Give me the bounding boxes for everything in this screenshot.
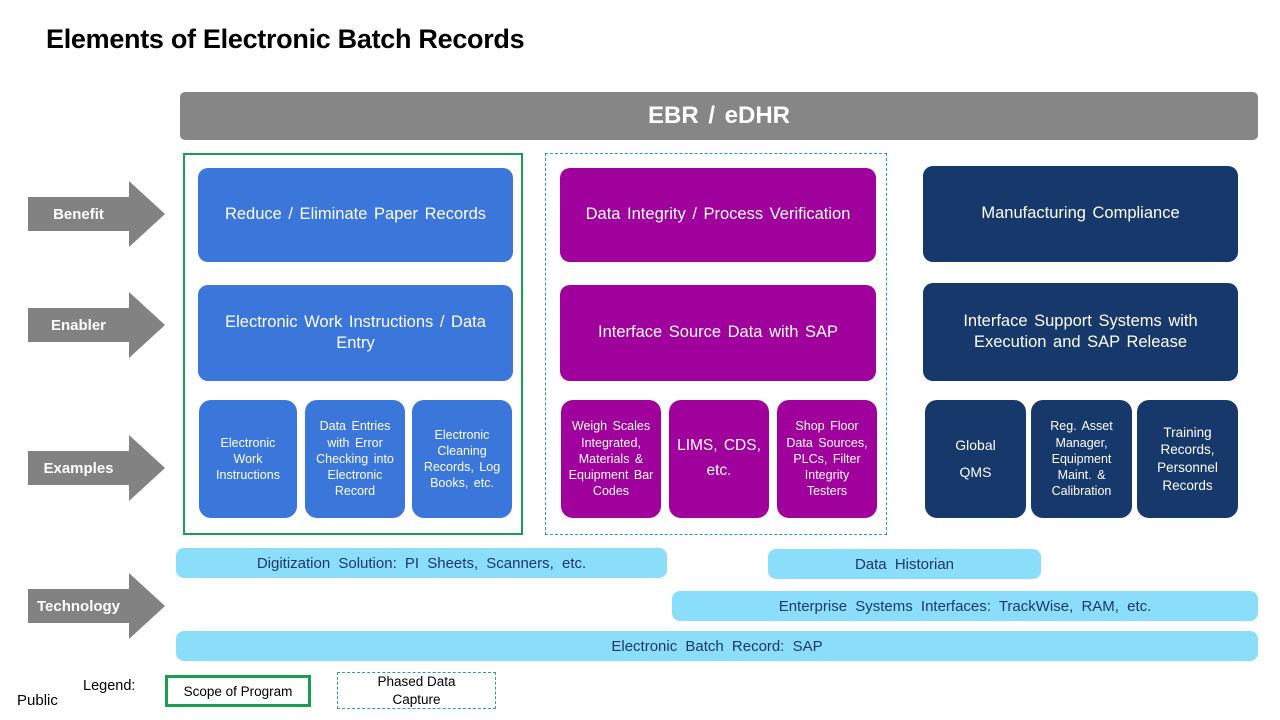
page-title: Elements of Electronic Batch Records	[46, 24, 525, 54]
example-box: Reg. Asset Manager, Equipment Maint. & C…	[1031, 400, 1132, 518]
benefit-box-manufacturing-compliance: Manufacturing Compliance	[923, 166, 1238, 262]
row-arrow-technology-label: Technology	[36, 597, 121, 615]
scope-of-program-outline	[183, 153, 523, 535]
example-box: Global QMS	[925, 400, 1026, 518]
enabler-box-interface-support-systems: Interface Support Systems with Execution…	[923, 283, 1238, 381]
row-arrow-enabler: Enabler	[28, 308, 129, 342]
example-box: Electronic Work Instructions	[199, 400, 297, 518]
technology-bar-data-historian: Data Historian	[768, 549, 1041, 579]
example-box: Data Entries with Error Checking into El…	[305, 400, 405, 518]
example-box: Electronic Cleaning Records, Log Books, …	[412, 400, 512, 518]
phased-data-capture-outline	[545, 153, 887, 535]
benefit-box-data-integrity: Data Integrity / Process Verification	[560, 168, 876, 262]
technology-bar-digitization-solution: Digitization Solution: PI Sheets, Scanne…	[176, 548, 667, 578]
row-arrow-enabler-head-icon	[129, 292, 165, 358]
example-box: Shop Floor Data Sources, PLCs, Filter In…	[777, 400, 877, 518]
benefit-box-paper-records: Reduce / Eliminate Paper Records	[198, 168, 513, 262]
enabler-box-interface-source-data: Interface Source Data with SAP	[560, 285, 876, 381]
row-arrow-examples-head-icon	[129, 435, 165, 501]
ebr-edhr-banner: EBR / eDHR	[180, 92, 1258, 140]
row-arrow-examples: Examples	[28, 451, 129, 485]
row-arrow-benefit-label: Benefit	[53, 205, 104, 223]
row-arrow-benefit: Benefit	[28, 197, 129, 231]
legend-phased-data-capture: Phased Data Capture	[337, 672, 496, 709]
example-box: Training Records, Personnel Records	[1137, 400, 1238, 518]
legend-label: Legend:	[83, 678, 136, 694]
legend-scope-of-program: Scope of Program	[165, 675, 311, 707]
enabler-box-electronic-work-instructions: Electronic Work Instructions / Data Entr…	[198, 285, 513, 381]
row-arrow-technology-head-icon	[129, 573, 165, 639]
row-arrow-technology: Technology	[28, 589, 129, 623]
example-box: LIMS, CDS, etc.	[669, 400, 769, 518]
row-arrow-enabler-label: Enabler	[50, 316, 107, 334]
example-box: Weigh Scales Integrated, Materials & Equ…	[561, 400, 661, 518]
technology-bar-electronic-batch-record: Electronic Batch Record: SAP	[176, 631, 1258, 661]
row-arrow-examples-label: Examples	[43, 459, 114, 477]
classification-label: Public	[17, 692, 58, 709]
technology-bar-enterprise-systems: Enterprise Systems Interfaces: TrackWise…	[672, 591, 1258, 621]
row-arrow-benefit-head-icon	[129, 181, 165, 247]
